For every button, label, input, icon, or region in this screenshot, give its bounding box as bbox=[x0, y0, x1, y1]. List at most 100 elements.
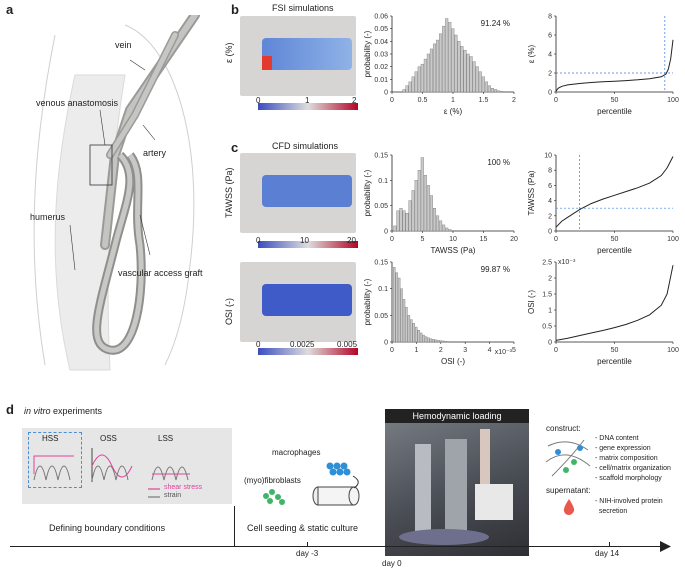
histogram-bar bbox=[426, 185, 430, 232]
x-tick-label: 0 bbox=[390, 236, 394, 243]
y-tick-label: 2 bbox=[548, 213, 552, 220]
histogram-bar bbox=[419, 332, 423, 343]
x-tick-label: 0 bbox=[554, 97, 558, 104]
osi-cbar-tick-0: 0 bbox=[256, 340, 261, 349]
construct-item-3: - cell/matrix organization bbox=[595, 465, 671, 472]
histogram-bar bbox=[429, 338, 433, 343]
construct-icon bbox=[545, 439, 591, 477]
x-tick-label: 0.5 bbox=[418, 97, 428, 104]
x-axis-label: ε (%) bbox=[444, 107, 463, 116]
histogram-bar bbox=[402, 299, 406, 343]
histogram-bar bbox=[460, 46, 464, 93]
y-tick-label: 0.03 bbox=[374, 52, 388, 59]
y-tick-label: 0.01 bbox=[374, 77, 388, 84]
histogram-bar bbox=[420, 157, 424, 232]
y-tick-label: 8 bbox=[548, 14, 552, 21]
x-tick-label: 50 bbox=[611, 347, 619, 354]
x-tick-label: 0 bbox=[554, 236, 558, 243]
bioreactor-photo: Hemodynamic loading bbox=[385, 409, 529, 556]
percentile-line bbox=[555, 156, 674, 228]
y-tick-label: 0.1 bbox=[378, 178, 388, 185]
y-tick-label: 0 bbox=[548, 340, 552, 347]
histogram-bar bbox=[451, 230, 455, 232]
y-tick-label: 0.04 bbox=[374, 39, 388, 46]
x-tick-label: 10 bbox=[449, 236, 457, 243]
histogram-bar bbox=[500, 91, 504, 93]
x-tick-label: 100 bbox=[667, 347, 679, 354]
y-tick-label: 2 bbox=[548, 71, 552, 78]
x-tick-label: 15 bbox=[480, 236, 488, 243]
y-tick-label: 0.02 bbox=[374, 64, 388, 71]
histogram-bar bbox=[434, 339, 437, 343]
boundary-conditions-box bbox=[22, 428, 232, 504]
cell-seeding-illustration bbox=[263, 462, 360, 506]
percentile-line bbox=[555, 39, 674, 92]
x-tick-label: 4 bbox=[488, 347, 492, 354]
x-tick-label: 1 bbox=[414, 347, 418, 354]
y-tick-label: 0 bbox=[548, 90, 552, 97]
histogram-bar bbox=[445, 18, 449, 93]
experiments-title-italic: in vitro bbox=[24, 406, 51, 416]
cfd-title: CFD simulations bbox=[272, 141, 339, 151]
label-venous-anastomosis: venous anastomosis bbox=[36, 98, 119, 108]
histogram-bar bbox=[414, 71, 418, 93]
histogram-bar bbox=[472, 61, 476, 93]
x-tick-label: 2 bbox=[512, 97, 516, 104]
cfd-cbar-tick-2: 20 bbox=[347, 236, 356, 245]
histogram-bar bbox=[411, 190, 415, 232]
label-vein: vein bbox=[115, 40, 132, 50]
construct-item-0: - DNA content bbox=[595, 435, 639, 442]
y-tick-label: 0.15 bbox=[374, 153, 388, 160]
y-tick-label: 0 bbox=[384, 229, 388, 236]
x-tick-label: 2 bbox=[439, 347, 443, 354]
histogram-bar bbox=[402, 210, 406, 232]
construct-item-4: - scaffold morphology bbox=[595, 475, 662, 482]
y-axis-label: OSI (-) bbox=[527, 290, 536, 314]
y-tick-label: 2 bbox=[548, 276, 552, 283]
histogram-bar bbox=[424, 336, 428, 343]
histogram-bar bbox=[448, 229, 452, 232]
histogram-bar bbox=[429, 195, 433, 232]
timeline-day-0: day 0 bbox=[382, 559, 402, 568]
x-tick-label: 50 bbox=[611, 236, 619, 243]
y-tick-label: 0.15 bbox=[374, 260, 388, 267]
histogram-percent-label: 91.24 % bbox=[481, 19, 510, 28]
timeline-defining: Defining boundary conditions bbox=[49, 523, 166, 533]
histogram-bar bbox=[417, 330, 420, 343]
x-tick-label: 1.5 bbox=[479, 97, 489, 104]
panel-label-b: b bbox=[231, 2, 239, 17]
osi-render bbox=[240, 262, 356, 342]
histogram-bar bbox=[417, 66, 421, 93]
histogram-bar bbox=[451, 28, 455, 93]
histogram-bar bbox=[497, 90, 501, 93]
y-axis-label: probability (-) bbox=[363, 30, 372, 77]
histogram-bar bbox=[414, 180, 418, 232]
osi-cbar-tick-1: 0.0025 bbox=[290, 340, 315, 349]
label-artery: artery bbox=[143, 148, 167, 158]
y-axis-label: probability (-) bbox=[363, 169, 372, 216]
histogram-bar bbox=[478, 71, 482, 93]
histogram-bar bbox=[444, 340, 447, 343]
hss-highlight bbox=[28, 432, 82, 488]
cfd-render bbox=[240, 153, 356, 233]
y-tick-label: 6 bbox=[548, 33, 552, 40]
histogram-bar bbox=[423, 175, 427, 232]
panel-label-c: c bbox=[231, 140, 239, 155]
timeline-divider-1 bbox=[234, 506, 235, 546]
y-tick-label: 4 bbox=[548, 52, 552, 59]
panel-label-a: a bbox=[6, 2, 14, 17]
histogram-bar bbox=[445, 227, 449, 232]
histogram-bar bbox=[393, 267, 396, 343]
histogram-bar bbox=[484, 81, 488, 93]
histogram-bar bbox=[396, 210, 400, 232]
y-tick-label: 0.05 bbox=[374, 313, 388, 320]
histogram-bar bbox=[412, 323, 415, 343]
cfd-render-ylabel: TAWSS (Pa) bbox=[224, 167, 234, 218]
x-axis-label: percentile bbox=[597, 357, 632, 366]
x-tick-label: 20 bbox=[510, 236, 518, 243]
histogram-bar bbox=[410, 319, 413, 343]
